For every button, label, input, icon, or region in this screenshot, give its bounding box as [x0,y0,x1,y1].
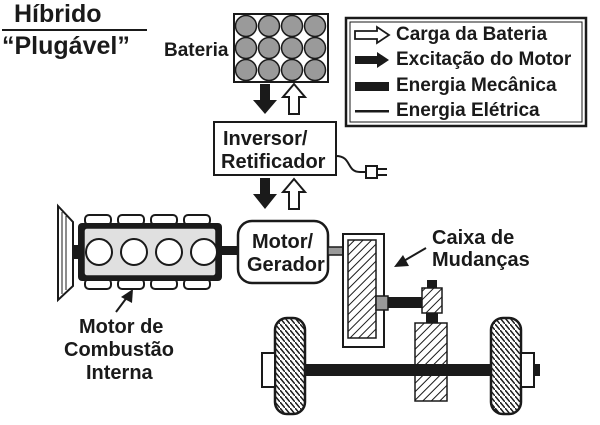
plug-icon [335,155,387,179]
battery-cell [303,58,327,82]
title-underline [2,29,147,31]
legend-label-motor-excitation: Excitação do Motor [396,49,572,70]
battery-cell [234,58,258,82]
legend-label-battery-charge: Carga da Bateria [396,24,548,45]
motor-label-line2: Gerador [247,254,325,276]
battery-cell [257,58,281,82]
engine-label-line2: Combustão [64,339,174,361]
gearbox-icon [342,233,389,348]
differential-gear-icon [414,280,448,402]
inverter-rectifier-box [213,121,337,176]
battery-cell [234,36,258,60]
combustion-engine-icon [57,203,222,303]
wheel-right-icon [489,316,535,416]
battery-icon [233,13,329,83]
battery-cell [303,36,327,60]
excitation-arrow-icon [253,84,277,114]
battery-label: Bateria [164,40,229,61]
gearbox-label-line2: Mudanças [432,249,530,271]
title-line2: “Plugável” [2,32,130,60]
rear-axle [262,364,540,376]
gearbox-pointer-arrow-icon [394,247,427,267]
hollow-arrow-icon [354,25,391,45]
legend-label-electrical-energy: Energia Elétrica [396,100,540,121]
battery-cell [257,14,281,38]
battery-cell [280,14,304,38]
battery-cell [234,14,258,38]
inverter-label-line2: Retificador [221,151,326,173]
engine-label-line3: Interna [86,362,153,384]
legend-label-mechanical-energy: Energia Mecânica [396,75,557,96]
charge-arrow-icon [280,82,308,115]
title-line1: Híbrido [14,0,102,28]
battery-cell [280,36,304,60]
inverter-label-line1: Inversor/ [223,128,308,150]
thin-line-icon [355,110,389,113]
motor-label-line1: Motor/ [252,231,314,253]
battery-cell [303,14,327,38]
engine-pointer-arrow-icon [115,289,133,313]
thick-line-icon [355,82,389,91]
drive-shaft [388,297,422,308]
solid-arrow-icon [355,52,389,68]
gearbox-label-line1: Caixa de [432,227,515,249]
wheel-left-icon [261,316,307,416]
charge-arrow-icon [280,177,308,210]
excitation-arrow-icon [253,178,277,209]
battery-cell [280,58,304,82]
battery-cell [257,36,281,60]
engine-label-line1: Motor de [79,316,164,338]
